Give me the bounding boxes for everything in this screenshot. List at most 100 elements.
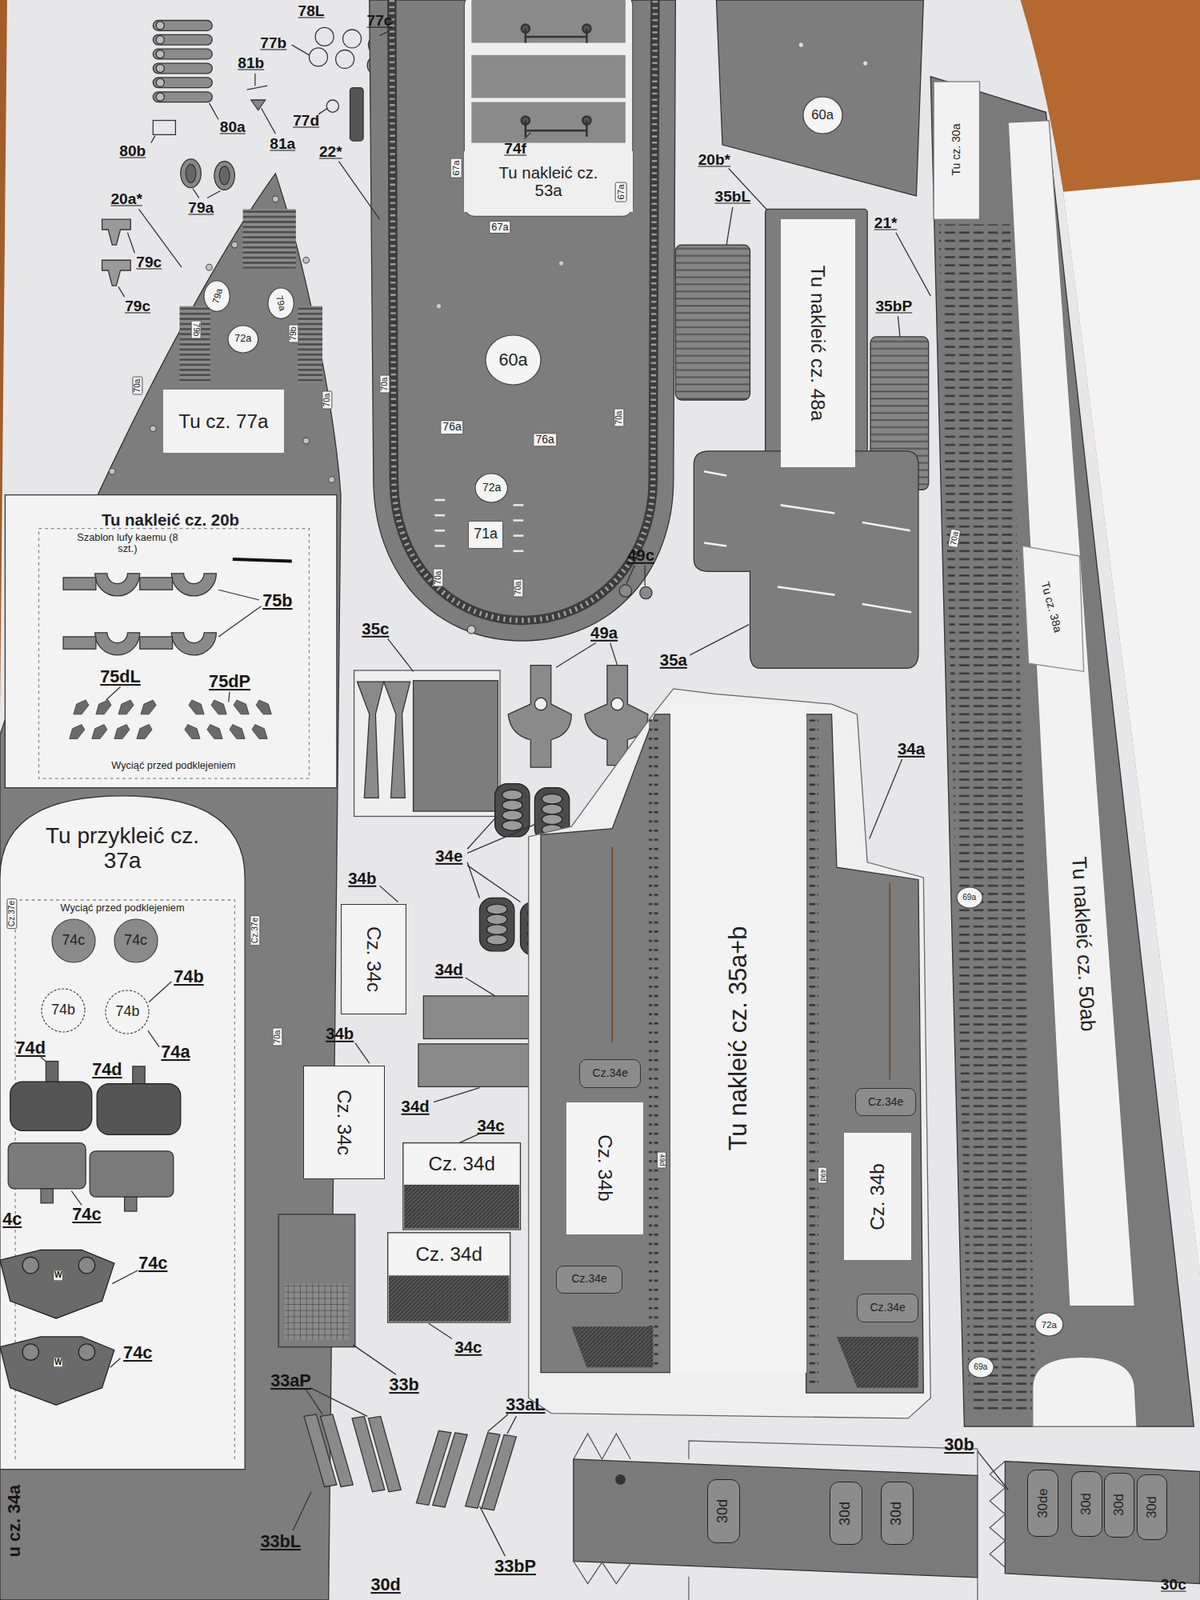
deck-part — [640, 586, 652, 599]
center-deck — [513, 550, 524, 553]
leader-line — [379, 885, 398, 902]
template-panel — [89, 1151, 174, 1197]
center-deck — [434, 529, 445, 532]
deck-part — [862, 522, 911, 531]
center-deck — [513, 534, 524, 537]
small-parts — [152, 77, 212, 88]
leader-line — [118, 286, 125, 297]
side-strip — [573, 1561, 631, 1584]
center-deck — [585, 28, 588, 44]
part-number: 34d — [400, 1096, 431, 1115]
part-disc: 74c — [51, 918, 96, 964]
glue-spot: 60a — [484, 334, 542, 386]
node-text: 30d — [888, 1501, 905, 1526]
leader-line — [488, 1414, 509, 1432]
template-panel — [78, 1256, 95, 1273]
glue-spot: 72a — [474, 472, 508, 504]
part-number: 34b — [324, 1024, 355, 1043]
glue-spot: 69a — [967, 1356, 995, 1379]
leader-line — [355, 1043, 370, 1064]
leader-line — [148, 981, 172, 1003]
template-panel — [45, 1061, 58, 1084]
disc-outline — [803, 96, 843, 134]
part-number: 20b* — [697, 152, 732, 169]
node-text: Cz. 34b — [867, 1163, 889, 1230]
print-tag: 70a — [322, 391, 333, 410]
glue-area: Tu nakleić cz. 50ab — [1056, 785, 1112, 1102]
glue-area: Cz. 34d — [389, 1234, 508, 1273]
hull-side-part — [888, 882, 891, 1080]
leader-line — [318, 108, 328, 115]
template-panel — [0, 796, 245, 1470]
deck-part — [777, 586, 835, 595]
node-text: Cz.34e — [869, 1301, 905, 1314]
print-tag: 79b — [190, 320, 201, 339]
deck-part — [320, 1414, 354, 1488]
print-tag: 67a — [450, 158, 463, 179]
template-panel — [233, 700, 249, 715]
node-text: 72a — [1041, 1319, 1057, 1330]
disc-outline — [956, 887, 983, 908]
node-text: 30d — [716, 1499, 732, 1524]
template-panel — [10, 1081, 92, 1131]
node-text: Cz.34e — [868, 1096, 904, 1108]
small-parts — [156, 64, 164, 72]
node-text: Cz. 34c — [333, 1089, 356, 1156]
node-text: 69a — [973, 1363, 988, 1372]
hull-side-part — [540, 714, 671, 1373]
leader-line — [110, 1358, 121, 1368]
hull-side-part — [528, 688, 932, 1419]
part-number: 49a — [589, 624, 619, 642]
disc-outline — [41, 988, 85, 1032]
small-parts — [251, 100, 266, 111]
part-number: 30b — [943, 1435, 975, 1455]
glue-area: Tu cz. 38a — [1025, 556, 1077, 659]
print-tag: 49d — [656, 1152, 667, 1169]
part-number: 35bP — [874, 297, 913, 315]
node-text: Tu cz. 30a — [951, 124, 964, 176]
leader-line — [207, 191, 221, 199]
part-number: 34d — [434, 960, 464, 979]
leader-line — [40, 1056, 48, 1062]
glue-area: Tu nakleić cz. 53a — [464, 151, 632, 213]
deck-part — [356, 681, 384, 798]
deck-part — [388, 1232, 511, 1323]
part-number: 34a — [896, 740, 926, 758]
part-number: 78L — [297, 3, 326, 20]
glue-tab: 30d — [707, 1479, 740, 1543]
small-parts — [156, 21, 164, 30]
deck-part — [704, 471, 912, 612]
part-number: 34c — [453, 1337, 483, 1356]
bow-deck — [0, 173, 341, 1600]
node-text: Szablon lufy kaemu (8 szt.) — [71, 532, 184, 555]
node-text: Tu nakleić cz. 53a — [487, 164, 610, 200]
node-text: 60a — [811, 108, 834, 123]
center-deck — [369, 0, 676, 641]
side-strip — [573, 1433, 631, 1460]
node-text: Wyciąć przed podklejeniem — [60, 902, 185, 914]
deck-part — [862, 604, 912, 612]
node-text: 69a — [962, 893, 976, 903]
node-text: 30d — [1079, 1492, 1094, 1516]
part-number: 4c — [1, 1209, 23, 1229]
part-number: 77c — [366, 12, 394, 29]
template-panel — [124, 1196, 137, 1212]
leader-line — [306, 1389, 323, 1415]
center-deck — [513, 519, 524, 522]
part-number: 33aP — [269, 1371, 312, 1391]
part-number: 74b — [172, 967, 204, 987]
glue-area: Cz. 34b — [566, 1102, 644, 1236]
leader-line — [352, 1344, 396, 1375]
glue-spot: 69a — [956, 886, 984, 909]
glue-area: Tu nakleić cz. 48a — [780, 219, 856, 468]
side-strip — [615, 1474, 626, 1485]
part-number: 74d — [91, 1060, 123, 1080]
leader-line — [261, 108, 276, 134]
leader-line — [896, 232, 931, 296]
bow-deck — [303, 256, 310, 264]
small-parts — [152, 63, 212, 74]
center-deck — [525, 36, 588, 39]
template-panel — [0, 1250, 115, 1319]
